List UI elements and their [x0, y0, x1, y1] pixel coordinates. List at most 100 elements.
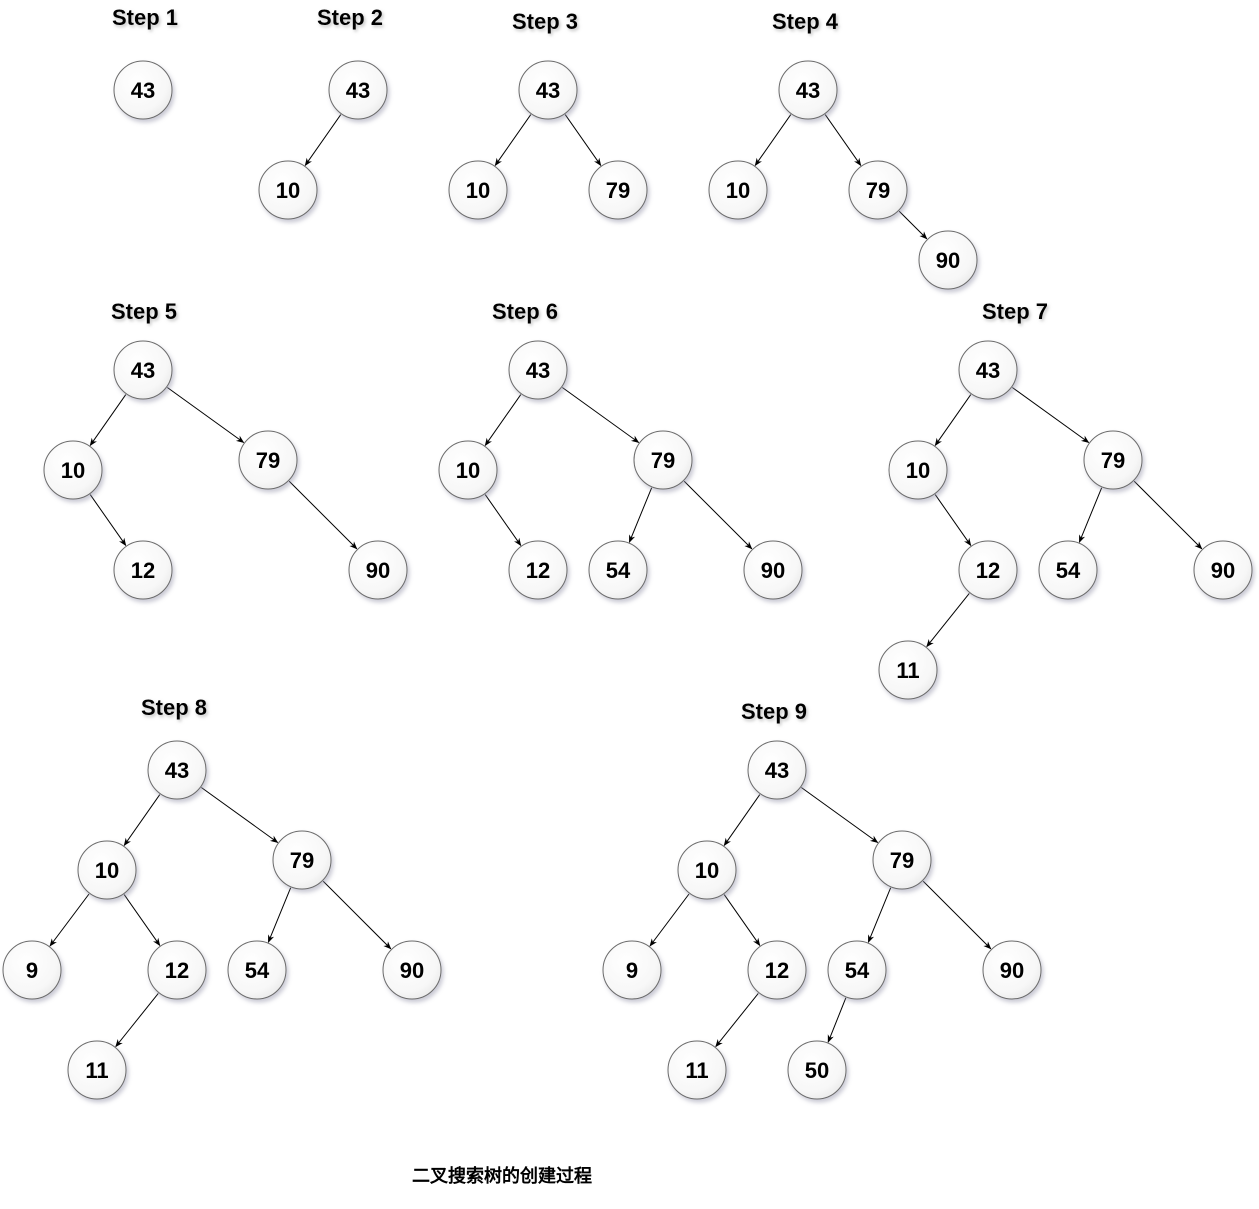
- tree-node: 10: [708, 160, 768, 220]
- step-1-tree: Step 143: [112, 5, 178, 120]
- tree-node: 12: [958, 540, 1018, 600]
- node-value: 79: [1101, 448, 1125, 473]
- tree-node: 43: [518, 60, 578, 120]
- edge-arrow: [49, 893, 90, 947]
- node-circle: [438, 440, 498, 500]
- tree-node: 12: [508, 540, 568, 600]
- node-value: 54: [845, 958, 870, 983]
- node-value: 54: [1056, 558, 1081, 583]
- node-value: 43: [131, 78, 155, 103]
- diagram-caption: 二叉搜索树的创建过程: [412, 1166, 592, 1187]
- node-circle: [1038, 540, 1098, 600]
- edge-arrow: [926, 593, 970, 648]
- edge-arrow: [494, 114, 532, 167]
- tree-node: 43: [508, 340, 568, 400]
- edge-arrow: [562, 387, 640, 443]
- edge-arrow: [322, 880, 392, 950]
- node-value: 10: [906, 458, 930, 483]
- node-circle: [602, 940, 662, 1000]
- tree-node: 12: [747, 940, 807, 1000]
- edge-arrow: [827, 997, 847, 1043]
- tree-node: 11: [878, 640, 938, 700]
- node-value: 10: [456, 458, 480, 483]
- edge-arrow: [801, 787, 879, 843]
- node-value: 79: [256, 448, 280, 473]
- node-value: 79: [606, 178, 630, 203]
- node-value: 79: [651, 448, 675, 473]
- node-value: 43: [765, 758, 789, 783]
- edge-arrow: [649, 893, 690, 947]
- node-circle: [238, 430, 298, 490]
- node-circle: [743, 540, 803, 600]
- node-value: 11: [85, 1058, 108, 1083]
- tree-node: 9: [602, 940, 662, 1000]
- node-circle: [113, 340, 173, 400]
- node-value: 43: [346, 78, 370, 103]
- step-title: Step 6: [492, 299, 558, 324]
- step-7-tree: Step 7 43 10 79 12 54 90 11: [878, 299, 1253, 700]
- node-circle: [633, 430, 693, 490]
- tree-node: 90: [918, 230, 978, 290]
- node-value: 12: [765, 958, 789, 983]
- node-circle: [677, 840, 737, 900]
- node-value: 11: [685, 1058, 708, 1083]
- node-circle: [708, 160, 768, 220]
- edge-arrow: [123, 794, 161, 847]
- tree-node: 54: [1038, 540, 1098, 600]
- node-value: 11: [896, 658, 919, 683]
- node-value: 50: [805, 1058, 829, 1083]
- tree-node: 43: [113, 60, 173, 120]
- node-value: 43: [526, 358, 550, 383]
- edge-arrow: [824, 114, 862, 167]
- node-value: 43: [796, 78, 820, 103]
- node-value: 10: [466, 178, 490, 203]
- node-value: 90: [1211, 558, 1235, 583]
- node-value: 90: [366, 558, 390, 583]
- edge-arrow: [1012, 387, 1090, 443]
- edge-arrow: [267, 887, 292, 943]
- node-circle: [667, 1040, 727, 1100]
- node-circle: [1083, 430, 1143, 490]
- edge-arrow: [484, 494, 522, 547]
- step-title: Step 7: [982, 299, 1048, 324]
- edge-arrow: [89, 494, 127, 547]
- step-title: Step 4: [772, 9, 839, 34]
- node-circle: [67, 1040, 127, 1100]
- step-title: Step 9: [741, 699, 807, 724]
- tree-node: 90: [382, 940, 442, 1000]
- node-circle: [272, 830, 332, 890]
- node-circle: [2, 940, 62, 1000]
- node-value: 12: [165, 958, 189, 983]
- tree-node: 43: [958, 340, 1018, 400]
- node-circle: [1193, 540, 1253, 600]
- node-circle: [508, 540, 568, 600]
- node-value: 43: [165, 758, 189, 783]
- node-circle: [113, 60, 173, 120]
- node-value: 90: [400, 958, 424, 983]
- edge-arrow: [628, 487, 653, 543]
- step-title: Step 8: [141, 695, 207, 720]
- edge-arrow: [201, 787, 279, 843]
- tree-node: 90: [982, 940, 1042, 1000]
- edge-arrow: [167, 387, 245, 443]
- node-circle: [787, 1040, 847, 1100]
- node-value: 54: [606, 558, 631, 583]
- node-value: 10: [61, 458, 85, 483]
- tree-node: 79: [272, 830, 332, 890]
- tree-node: 79: [238, 430, 298, 490]
- tree-node: 54: [227, 940, 287, 1000]
- node-circle: [448, 160, 508, 220]
- tree-node: 10: [438, 440, 498, 500]
- tree-node: 43: [747, 740, 807, 800]
- tree-node: 90: [1193, 540, 1253, 600]
- edge-arrow: [723, 794, 761, 847]
- node-circle: [518, 60, 578, 120]
- edge-arrow: [723, 894, 761, 947]
- node-circle: [958, 540, 1018, 600]
- node-value: 79: [290, 848, 314, 873]
